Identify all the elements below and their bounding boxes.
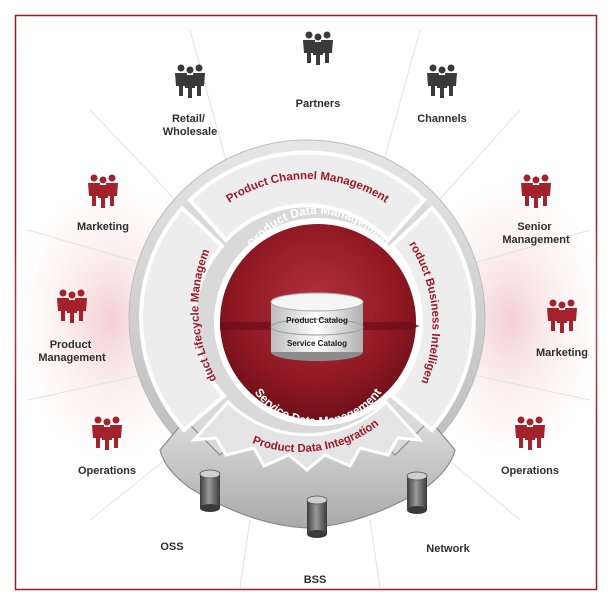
- label-oss: OSS: [160, 541, 183, 553]
- database-icon-oss: [199, 469, 221, 512]
- label-network: Network: [426, 543, 470, 555]
- label-retail-wholesale: Retail/ Wholesale: [163, 113, 217, 138]
- people-icon-partners: [303, 31, 333, 65]
- people-icon-channels: [427, 64, 457, 98]
- people-icon-marketing-left: [88, 174, 118, 208]
- people-icon-retail: [175, 64, 205, 98]
- label-marketing-left: Marketing: [77, 221, 129, 233]
- label-marketing-right: Marketing: [536, 347, 588, 359]
- label-product-management: Product Management: [38, 339, 106, 364]
- segment-top[interactable]: [187, 150, 427, 243]
- people-icon-operations-right: [515, 416, 545, 450]
- database-icon-bss: [306, 495, 328, 538]
- people-icon-product-management: [57, 289, 87, 323]
- catalog-bottom-label: Service Catalog: [287, 339, 347, 348]
- label-bss: BSS: [304, 574, 327, 586]
- catalog-top-label: Product Catalog: [286, 316, 348, 325]
- database-icon-network: [406, 471, 428, 514]
- segment-bottom[interactable]: [190, 399, 424, 472]
- segment-left[interactable]: [139, 205, 227, 433]
- label-operations-right: Operations: [501, 465, 559, 477]
- label-senior-management: Senior Management: [502, 221, 570, 246]
- people-icon-operations-left: [92, 416, 122, 450]
- label-channels: Channels: [417, 113, 467, 125]
- people-icon-senior-management: [521, 174, 551, 208]
- catalog-cylinder: Product Catalog Service Catalog: [270, 292, 364, 361]
- people-icon-marketing-right: [547, 299, 577, 333]
- label-partners: Partners: [296, 98, 341, 110]
- label-operations-left: Operations: [78, 465, 136, 477]
